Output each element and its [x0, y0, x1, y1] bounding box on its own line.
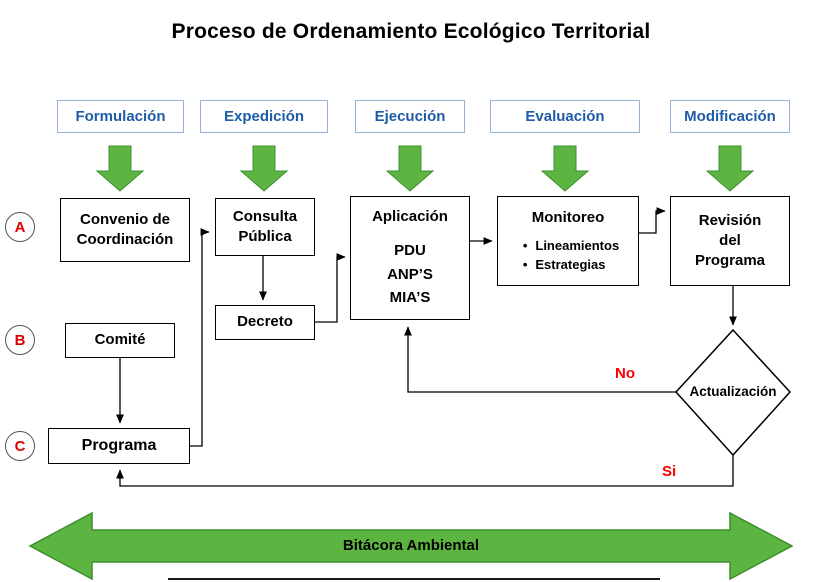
branch-no-label: No: [615, 365, 635, 382]
phase-ejecucion-label: Ejecución: [374, 108, 446, 125]
page-title: Proceso de Ordenamiento Ecológico Territ…: [171, 20, 651, 43]
phase-modificacion-label: Modificación: [684, 108, 776, 125]
connector-decreto-aplicacion: [315, 253, 346, 323]
row-label-b-text: B: [14, 331, 26, 349]
phase-ejecucion: Ejecución: [355, 100, 465, 133]
node-consulta-line1: Consulta: [232, 207, 298, 225]
phase-arrow-modificacion-icon: [705, 145, 755, 192]
phase-formulacion-label: Formulación: [75, 108, 166, 125]
branch-si-label: Si: [662, 463, 677, 480]
node-aplicacion-item-mias: MIA’S: [389, 288, 431, 306]
phase-modificacion: Modificación: [670, 100, 790, 133]
node-revision-line1: Revisión: [698, 211, 762, 229]
actualizacion-diamond: [674, 328, 792, 457]
bitacora-banner-arrow: [28, 511, 794, 581]
node-convenio: Convenio de Coordinación: [60, 198, 190, 262]
connector-si-return: [116, 455, 734, 487]
monitoreo-bullet-2: Estrategias: [523, 256, 606, 274]
node-consulta: Consulta Pública: [215, 198, 315, 256]
node-comite: Comité: [65, 323, 175, 358]
phase-arrow-expedicion-icon: [239, 145, 289, 192]
node-monitoreo-title: Monitoreo: [531, 209, 605, 227]
node-convenio-line2: Coordinación: [76, 231, 174, 248]
node-comite-label: Comité: [94, 331, 146, 349]
connector-programa-consulta: [190, 228, 210, 447]
node-actualizacion-label: Actualización: [689, 384, 777, 399]
monitoreo-bullet-1: Lineamientos: [523, 237, 619, 255]
connector-no-return: [404, 326, 676, 393]
phase-arrow-ejecucion-icon: [385, 145, 435, 192]
row-label-a-text: A: [14, 218, 26, 236]
node-aplicacion-item-anps: ANP’S: [387, 265, 433, 283]
node-revision: Revisión del Programa: [670, 196, 790, 286]
node-decreto-label: Decreto: [237, 313, 293, 331]
monitoreo-bullet-2-text: Estrategias: [535, 257, 606, 273]
phase-arrow-formulacion-icon: [95, 145, 145, 192]
phase-evaluacion: Evaluación: [490, 100, 640, 133]
phase-evaluacion-label: Evaluación: [525, 108, 605, 125]
node-programa-label: Programa: [81, 437, 157, 455]
node-monitoreo: Monitoreo Lineamientos Estrategias: [497, 196, 639, 286]
node-revision-line2: del: [719, 231, 741, 249]
connector-monitoreo-revision: [639, 207, 666, 234]
monitoreo-bullet-1-text: Lineamientos: [535, 237, 620, 253]
monitoreo-bullet-list: Lineamientos Estrategias: [517, 237, 619, 274]
bullet-icon: [523, 237, 536, 255]
bottom-divider: [168, 578, 660, 580]
phase-arrow-evaluacion-icon: [540, 145, 590, 192]
row-label-b: B: [5, 325, 35, 355]
row-label-c: C: [5, 431, 35, 461]
node-aplicacion-title: Aplicación: [372, 208, 448, 225]
bullet-icon: [523, 256, 536, 274]
node-revision-line3: Programa: [694, 252, 766, 270]
row-label-c-text: C: [14, 437, 26, 455]
node-programa: Programa: [48, 428, 190, 464]
node-convenio-line1: Convenio de: [79, 210, 170, 228]
bitacora-banner-label: Bitácora Ambiental: [342, 537, 480, 554]
phase-expedicion: Expedición: [200, 100, 328, 133]
node-aplicacion: Aplicación PDU ANP’S MIA’S: [350, 196, 470, 320]
node-decreto: Decreto: [215, 305, 315, 340]
node-consulta-line2: Pública: [238, 228, 292, 245]
row-label-a: A: [5, 212, 35, 242]
phase-formulacion: Formulación: [57, 100, 184, 133]
node-aplicacion-item-pdu: PDU: [394, 242, 426, 260]
phase-expedicion-label: Expedición: [223, 108, 305, 125]
